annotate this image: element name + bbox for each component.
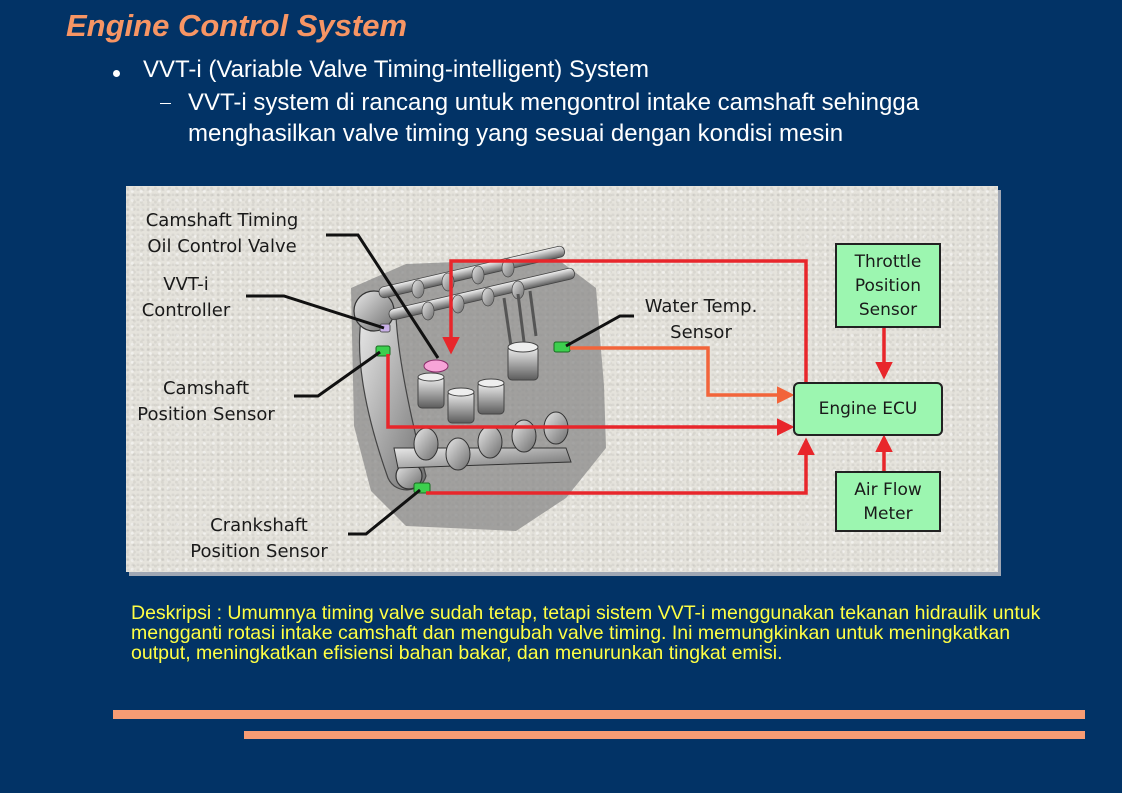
engine-illustration	[246, 233, 893, 536]
decorative-rule-bottom	[244, 731, 1085, 739]
label-camshaft-ocv: Camshaft Timing Oil Control Valve	[145, 210, 299, 257]
dash-bullet-icon	[160, 103, 171, 104]
pistons	[417, 341, 539, 424]
timing-chain	[358, 313, 427, 491]
valves	[502, 290, 538, 347]
bullet-main: VVT-i (Variable Valve Timing-intelligent…	[143, 56, 649, 83]
air-flow-meter-box: Air Flow Meter	[835, 471, 941, 532]
bullet-dot-icon	[113, 70, 120, 77]
label-vvt-controller: VVT-i Controller	[141, 274, 231, 321]
leader-lines	[246, 233, 634, 536]
throttle-position-sensor-box: Throttle Position Sensor	[835, 243, 941, 328]
label-crankshaft-sensor: Crankshaft Position Sensor	[190, 515, 328, 562]
cam-sensor-signal-line	[386, 354, 795, 436]
signal-lines	[386, 259, 893, 495]
label-camshaft-sensor: Camshaft Position Sensor	[137, 378, 275, 425]
vvti-diagram: Camshaft Timing Oil Control Valve VVT-i …	[126, 186, 998, 572]
label-water-temp: Water Temp. Sensor	[644, 296, 758, 343]
description-text: Deskripsi : Umumnya timing valve sudah t…	[131, 602, 1041, 664]
slide-title: Engine Control System	[66, 8, 408, 43]
bullet-sub: VVT-i system di rancang untuk mengontrol…	[188, 89, 920, 147]
ocv-signal-line	[442, 259, 808, 385]
crankshaft	[393, 411, 572, 471]
decorative-rule-top	[113, 710, 1085, 719]
water-temp-signal-line	[570, 346, 795, 404]
engine-ecu-box: Engine ECU	[793, 382, 943, 436]
ocv-marker	[423, 359, 449, 373]
crank-sensor-signal-line	[426, 437, 815, 495]
intake-camshaft	[378, 245, 576, 321]
